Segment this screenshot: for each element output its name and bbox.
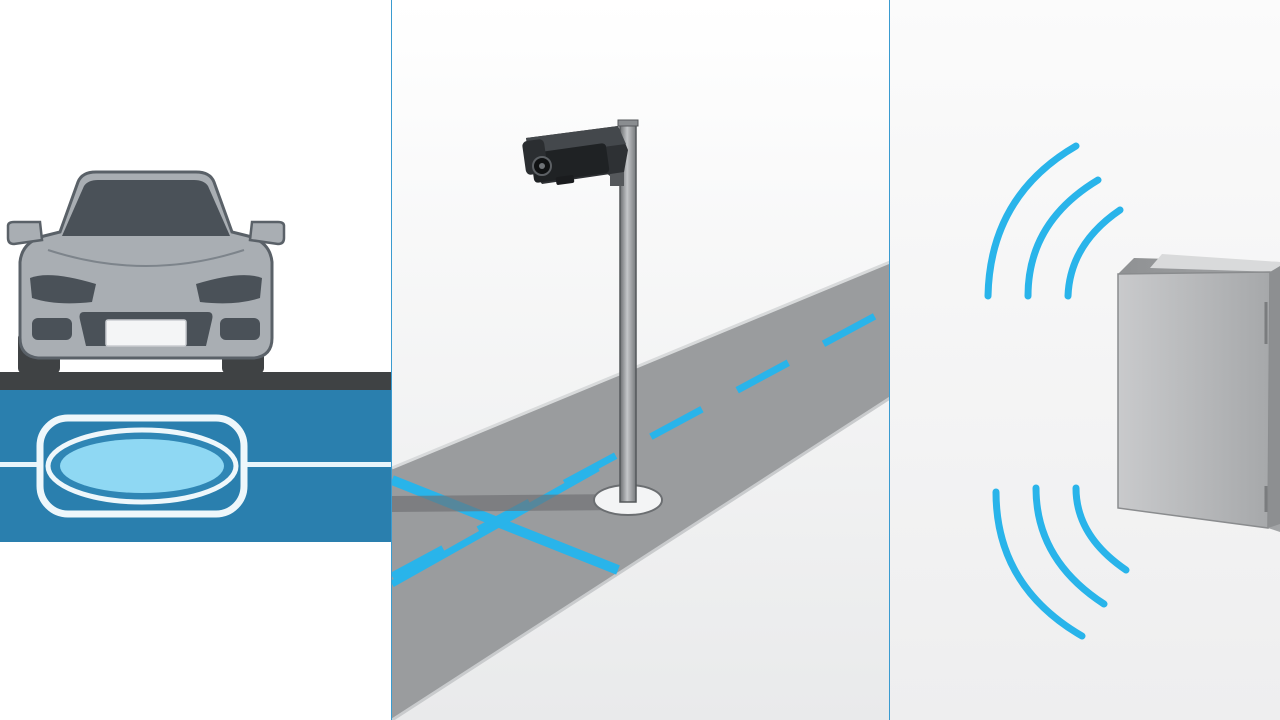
signal-waves-icon xyxy=(992,484,1130,640)
loop-coil xyxy=(60,439,224,493)
roadside-camera-panel xyxy=(392,0,890,720)
camera-icon xyxy=(522,126,628,186)
inductive-loop-illustration xyxy=(0,170,392,542)
roadside-camera-illustration xyxy=(392,0,890,720)
cabinet-icon xyxy=(1117,254,1280,532)
road-surface xyxy=(0,372,392,390)
car-icon xyxy=(6,170,286,374)
inductive-loop-panel xyxy=(0,0,392,720)
detection-line xyxy=(392,475,620,575)
detection-line xyxy=(392,464,600,588)
signal-waves-icon xyxy=(984,142,1124,300)
license-plate xyxy=(105,319,187,347)
wireless-sensor-panel xyxy=(890,0,1280,720)
pole-icon xyxy=(617,119,639,503)
wireless-sensor-illustration xyxy=(890,0,1280,720)
